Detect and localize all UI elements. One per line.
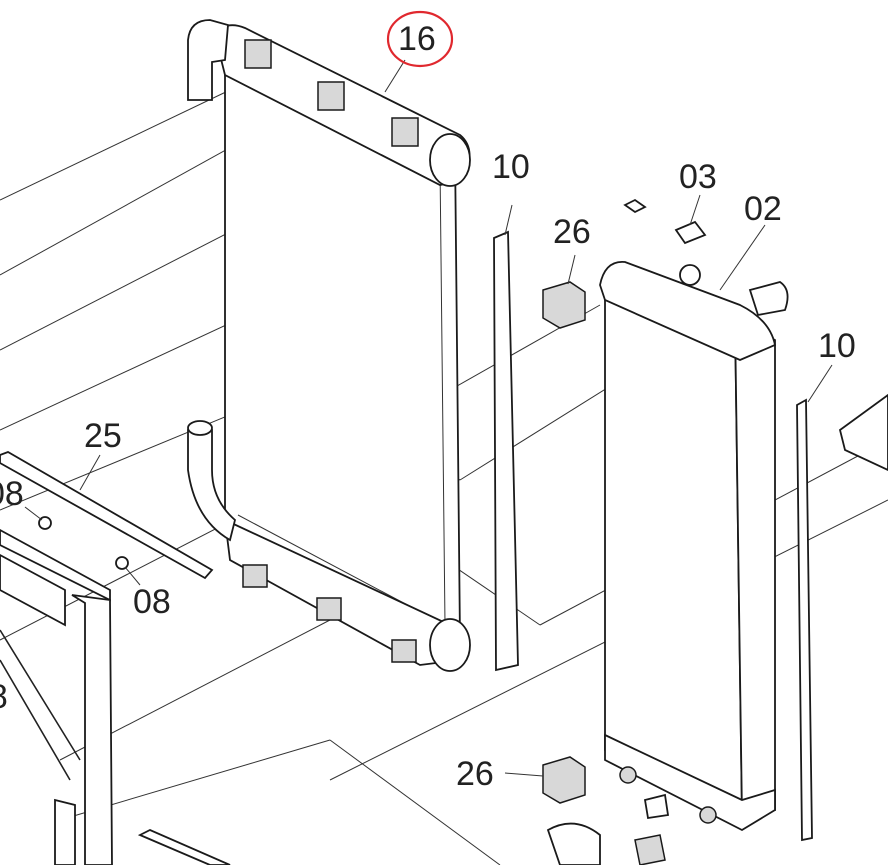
- callout-10[interactable]: 10: [492, 148, 530, 186]
- callout-02[interactable]: 02: [744, 190, 782, 228]
- callout-08[interactable]: 08: [0, 678, 8, 716]
- seal-strip-10-a[interactable]: [493, 230, 519, 672]
- oil-cooler-02[interactable]: [546, 261, 789, 865]
- callout-08[interactable]: 08: [133, 583, 171, 621]
- leader-lines: [24, 59, 833, 777]
- callout-08[interactable]: 08: [0, 475, 24, 513]
- callout-10[interactable]: 10: [818, 327, 856, 365]
- callout-25[interactable]: 25: [84, 417, 122, 455]
- bar-25[interactable]: [0, 451, 214, 580]
- rubber-block-26-b[interactable]: [542, 756, 586, 804]
- washer-08-b[interactable]: [115, 556, 129, 570]
- rubber-block-26-a[interactable]: [542, 281, 586, 329]
- callout-16[interactable]: 16: [398, 20, 436, 58]
- callout-26[interactable]: 26: [553, 213, 591, 251]
- radiator-core-16[interactable]: [187, 19, 471, 672]
- seal-strip-10-b[interactable]: [796, 398, 813, 842]
- callout-26[interactable]: 26: [456, 755, 494, 793]
- highlight-circle: [386, 10, 454, 68]
- cap-03[interactable]: [623, 198, 707, 245]
- callout-03[interactable]: 03: [679, 158, 717, 196]
- frame: [0, 393, 888, 865]
